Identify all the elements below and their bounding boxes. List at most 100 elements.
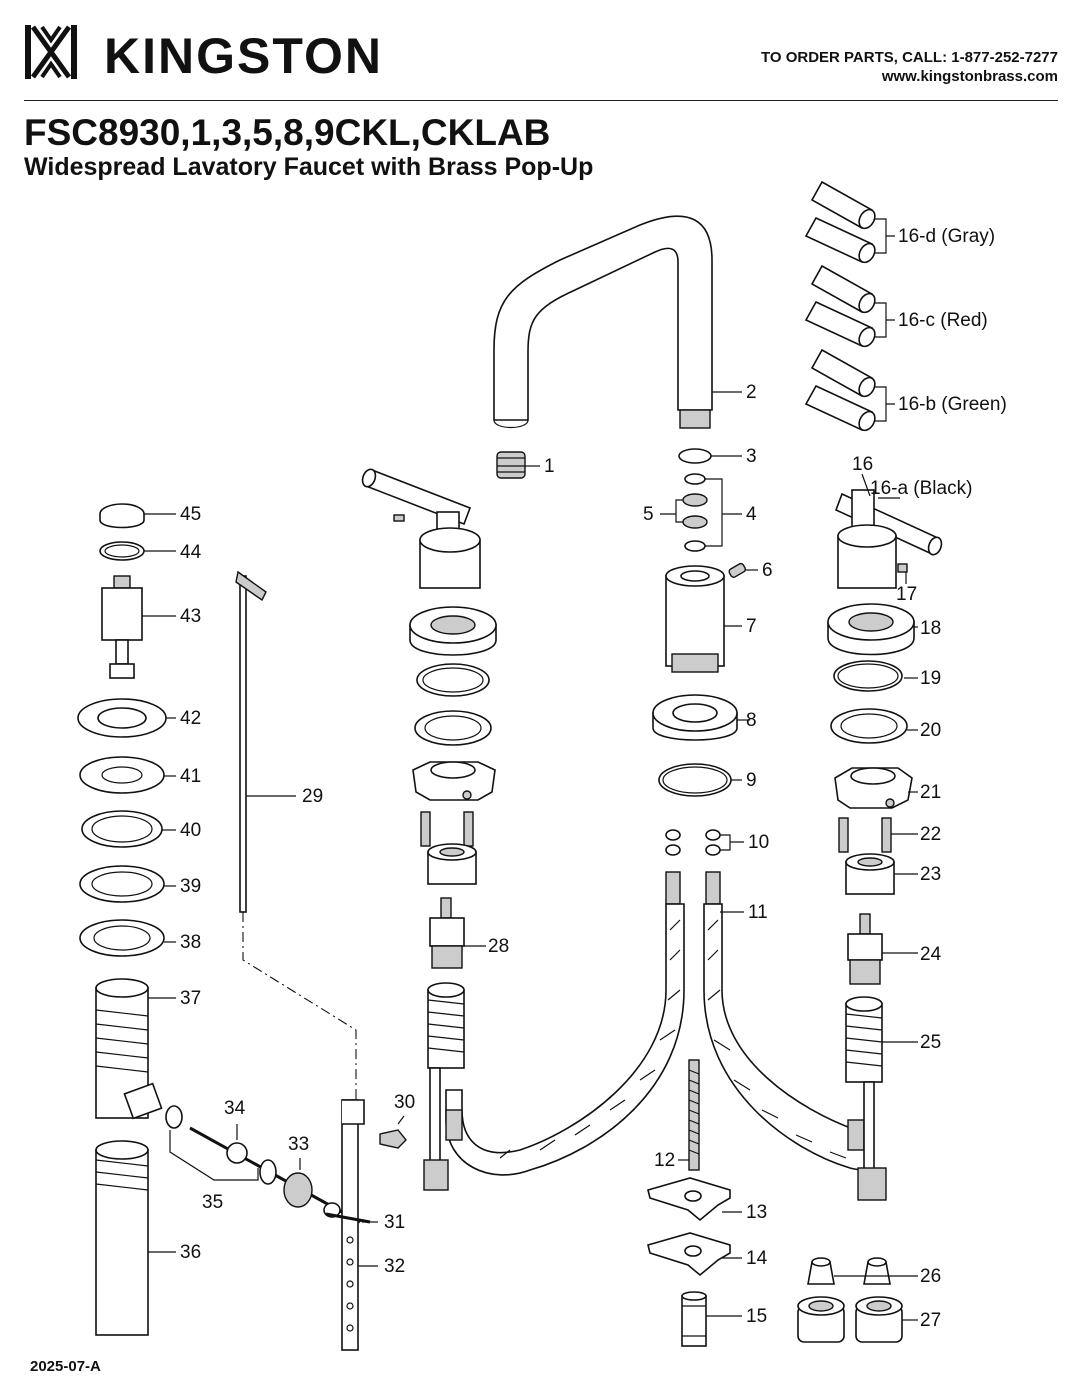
order-info: TO ORDER PARTS, CALL: 1-877-252-7277 www… [761, 48, 1058, 86]
callout-32: 32 [384, 1256, 405, 1277]
callout-21: 21 [920, 782, 941, 803]
callout-30: 30 [394, 1092, 415, 1113]
callout-6: 6 [762, 560, 773, 581]
callout-10: 10 [748, 832, 769, 853]
callout-7: 7 [746, 616, 757, 637]
callout-15: 15 [746, 1306, 767, 1327]
part-spout-base [665, 565, 725, 673]
callout-41: 41 [180, 766, 201, 787]
part-drain-body [95, 978, 163, 1120]
part-tailpiece [95, 1140, 149, 1336]
callout-2: 2 [746, 382, 757, 403]
callout-29: 29 [302, 786, 323, 807]
order-website: www.kingstonbrass.com [881, 68, 1058, 85]
callout-14: 14 [746, 1248, 768, 1269]
callout-20: 20 [920, 720, 941, 741]
part-mounting-bracket-top [647, 1177, 731, 1222]
callout-38: 38 [180, 932, 201, 953]
callout-8: 8 [746, 710, 757, 731]
callout-18: 18 [920, 618, 941, 639]
part-pivot-rod-assembly [165, 1105, 361, 1224]
callout-33: 33 [288, 1134, 309, 1155]
callout-labels: 1 2 3 4 5 6 7 8 9 10 11 12 13 14 15 16 1… [180, 226, 1007, 1331]
brand-name: KINGSTON [104, 28, 383, 84]
part-handle-color-options [804, 180, 895, 432]
part-left-cartridge [429, 897, 465, 969]
header-divider [24, 100, 1058, 101]
part-right-handle [834, 489, 943, 589]
callout-12: 12 [654, 1150, 675, 1171]
document-code: 2025-07-A [30, 1358, 101, 1375]
part-left-handle [361, 468, 481, 589]
callout-26: 26 [920, 1266, 941, 1287]
callout-34: 34 [224, 1098, 246, 1119]
callout-43: 43 [180, 606, 201, 627]
part-drain-washers [79, 756, 165, 957]
callout-17: 17 [896, 584, 917, 605]
callout-27: 27 [920, 1310, 941, 1331]
part-drain-cap-seal [99, 541, 145, 561]
kingston-logo-icon [25, 25, 77, 79]
part-right-valve-body [845, 996, 887, 1201]
callout-5: 5 [643, 504, 654, 525]
callout-1: 1 [544, 456, 555, 477]
part-right-cartridge [847, 913, 883, 985]
callout-25: 25 [920, 1032, 941, 1053]
part-right-mount-plate [834, 767, 913, 853]
callout-16a: 16-a (Black) [870, 478, 972, 499]
callout-36: 36 [180, 1242, 201, 1263]
callout-39: 39 [180, 876, 201, 897]
part-clevis-strap [325, 1099, 407, 1351]
part-set-screw [728, 562, 747, 578]
callout-16: 16 [852, 454, 873, 475]
callout-35: 35 [202, 1192, 223, 1213]
lift-rod-alignment-line [242, 912, 357, 1100]
part-aerator [496, 451, 526, 479]
callout-37: 37 [180, 988, 201, 1009]
callout-16c: 16-c (Red) [898, 310, 988, 331]
part-lift-rod [235, 570, 267, 913]
callout-24: 24 [920, 944, 942, 965]
callout-16b: 16-b (Green) [898, 394, 1007, 415]
part-left-flange [409, 606, 497, 656]
callout-42: 42 [180, 708, 201, 729]
part-pop-up-stopper [101, 575, 143, 679]
part-left-nut [427, 843, 477, 885]
part-left-valve-body [423, 982, 465, 1191]
part-drain-cap [99, 503, 145, 529]
part-spout-orings [678, 448, 712, 552]
callout-44: 44 [180, 542, 202, 563]
callout-13: 13 [746, 1202, 767, 1223]
part-compression-sleeves [807, 1257, 891, 1285]
callout-45: 45 [180, 504, 201, 525]
callout-16d: 16-d (Gray) [898, 226, 995, 247]
part-hose-orings [665, 829, 721, 856]
callout-19: 19 [920, 668, 941, 689]
part-right-nut [845, 853, 895, 895]
callout-40: 40 [180, 820, 201, 841]
part-coupling-nut [681, 1291, 707, 1347]
callout-11: 11 [748, 902, 768, 923]
part-left-orings [414, 663, 492, 746]
callout-23: 23 [920, 864, 941, 885]
part-supply-hoses [445, 871, 874, 1176]
callout-4: 4 [746, 504, 757, 525]
callout-3: 3 [746, 446, 757, 467]
page-header: KINGSTON TO ORDER PARTS, CALL: 1-877-252… [0, 0, 1082, 110]
part-spout-flange [652, 694, 738, 741]
part-compression-nuts [797, 1296, 903, 1343]
part-left-mount-plate [412, 761, 496, 847]
callout-31: 31 [384, 1212, 405, 1233]
model-number: FSC8930,1,3,5,8,9CKL,CKLAB [24, 112, 551, 153]
callout-9: 9 [746, 770, 757, 791]
callout-28: 28 [488, 936, 509, 957]
part-spout-gasket [658, 763, 732, 797]
part-threaded-rod [688, 1059, 700, 1171]
part-spout [493, 215, 713, 429]
product-subtitle: Widespread Lavatory Faucet with Brass Po… [24, 153, 594, 181]
callout-22: 22 [920, 824, 941, 845]
part-right-orings [830, 660, 908, 744]
leader-lines [142, 391, 918, 1321]
order-phone: TO ORDER PARTS, CALL: 1-877-252-7277 [760, 49, 1058, 66]
